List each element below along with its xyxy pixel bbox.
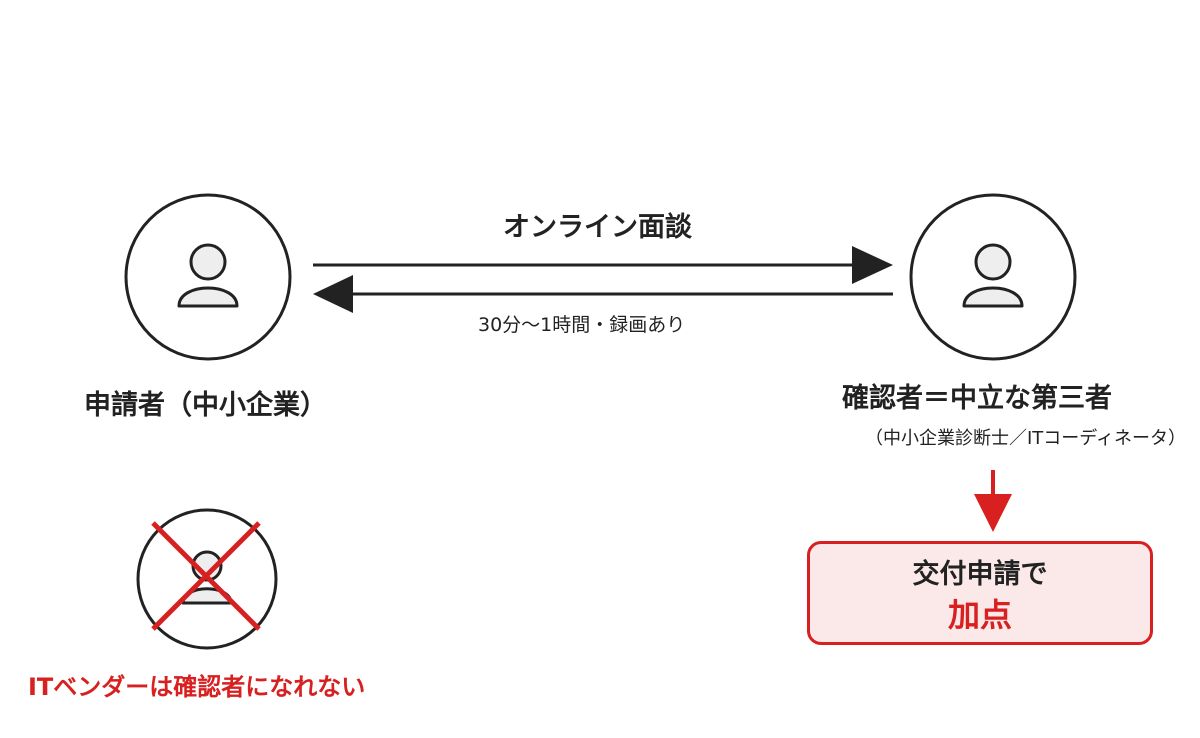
applicant-label: 申請者（中小企業） [84,390,327,421]
applicant-user-icon [124,193,292,361]
arrow-down-icon [974,470,1012,532]
callout-line1: 交付申請で [912,559,1048,590]
callout-line2: 加点 [947,596,1012,634]
interview-title: オンライン面談 [503,212,692,243]
confirmer-label: 確認者＝中立な第三者 [842,383,1112,414]
arrow-right-icon [313,246,893,284]
bonus-callout: 交付申請で 加点 [807,541,1153,645]
vendor-note: ITベンダーは確認者になれない [28,673,366,701]
crossed-user-icon [136,508,278,650]
confirmer-roles: （中小企業診断士／ITコーディネータ） [864,428,1186,449]
interview-detail: 30分〜1時間・録画あり [478,314,686,336]
confirmer-user-icon [909,193,1077,361]
arrow-left-icon [313,275,893,313]
